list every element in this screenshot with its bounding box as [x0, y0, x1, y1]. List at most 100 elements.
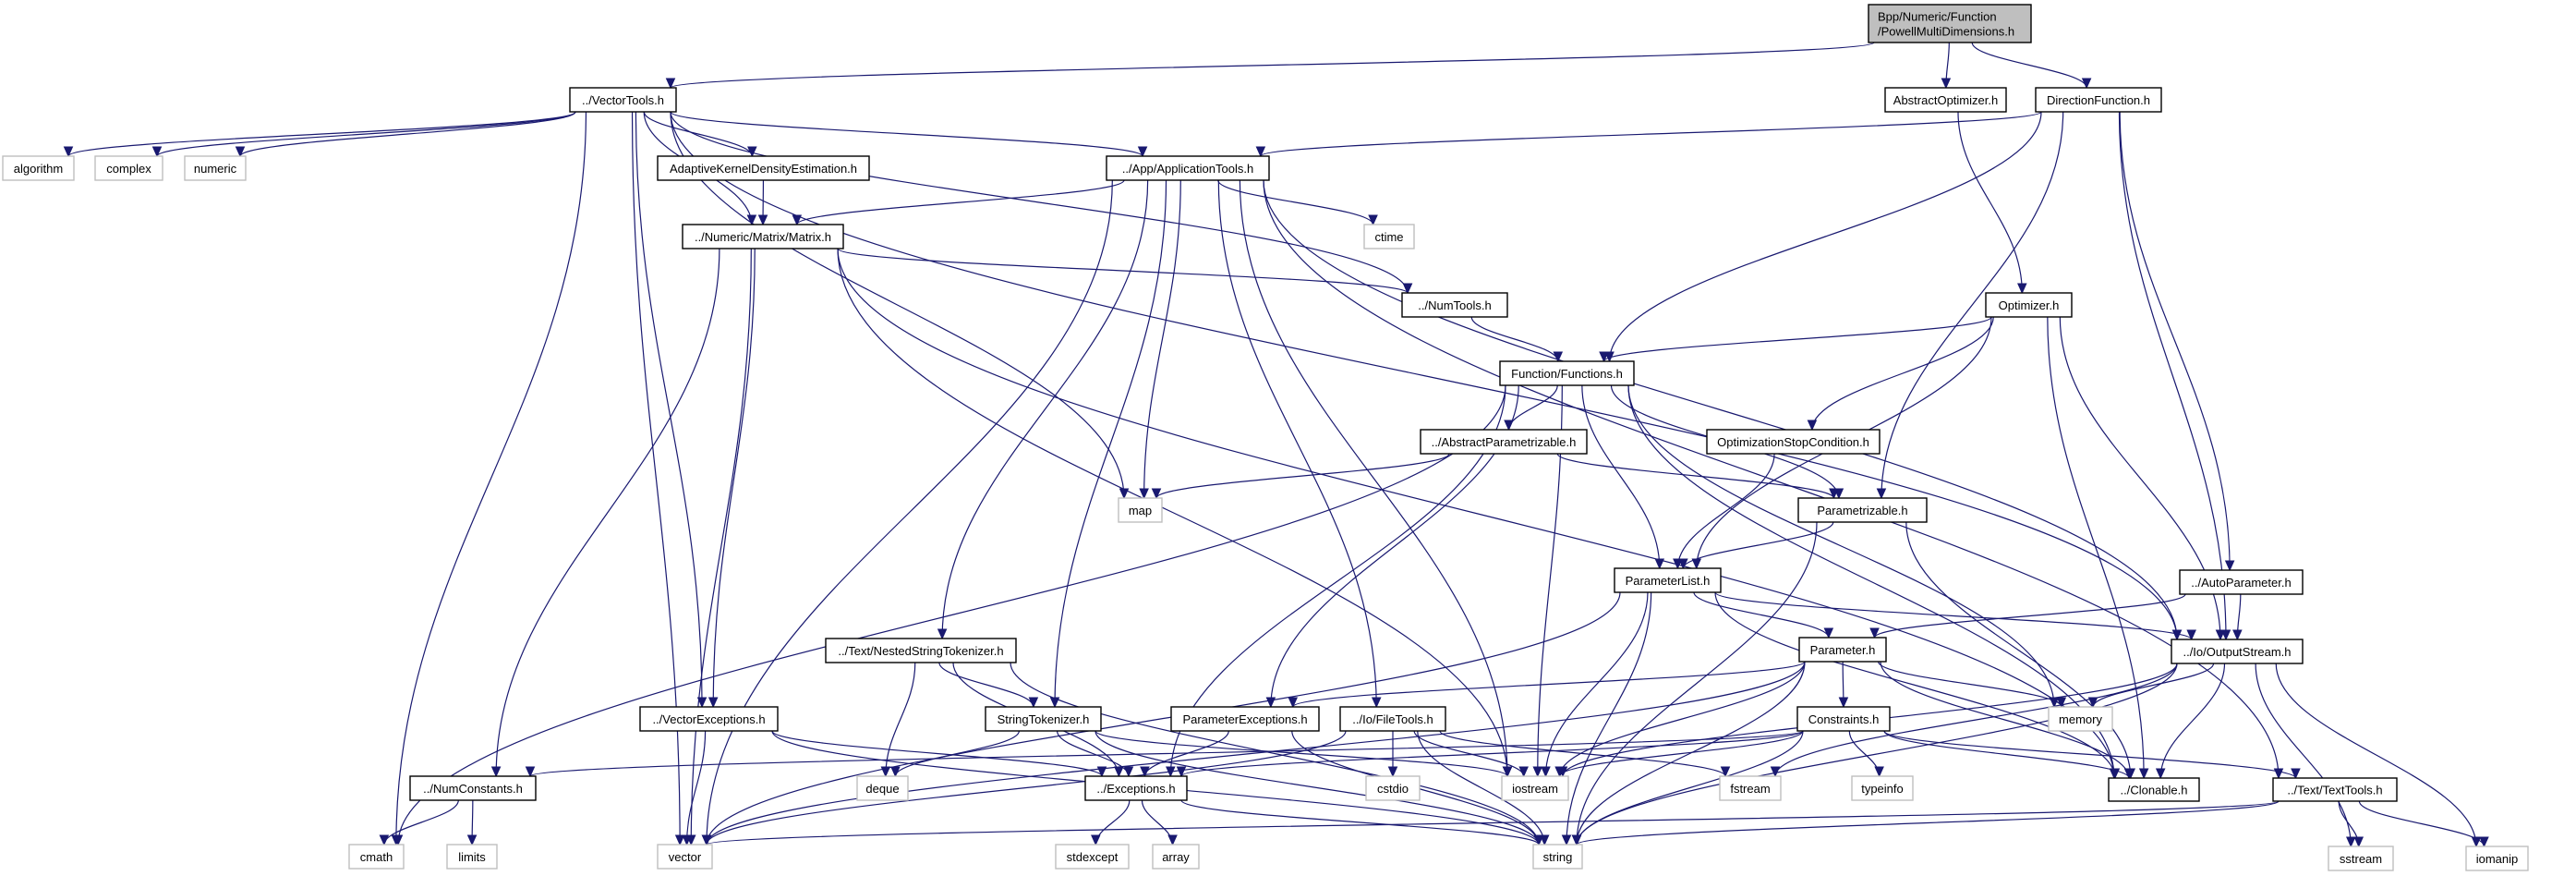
edge-line [635, 111, 703, 708]
node-label: ctime [1374, 230, 1403, 244]
node-root[interactable]: Bpp/Numeric/Function/PowellMultiDimensio… [1868, 4, 2032, 43]
node-num-tools[interactable]: ../NumTools.h [1401, 292, 1508, 318]
node-label: StringTokenizer.h [998, 712, 1090, 726]
edge-line [1292, 661, 1806, 708]
node-box [1339, 706, 1446, 732]
node-label: OptimizationStopCondition.h [1717, 435, 1869, 449]
arrowhead [1368, 214, 1378, 226]
node-file-tools[interactable]: ../Io/FileTools.h [1339, 706, 1446, 732]
arrowhead [1829, 488, 1839, 500]
node-optimizer[interactable]: Optimizer.h [1985, 292, 2073, 318]
edge-line [643, 111, 753, 157]
node-clonable[interactable]: ../Clonable.h [2108, 777, 2200, 802]
edge-line [1905, 521, 2132, 779]
node-parameter-list[interactable]: ParameterList.h [1614, 567, 1722, 593]
node-functions[interactable]: Function/Functions.h [1499, 360, 1635, 386]
node-box [856, 775, 909, 801]
node-label: ../Text/NestedStringTokenizer.h [838, 644, 1003, 658]
edge-vector-tools-to-complex [151, 111, 576, 158]
node-sstream: sstream [2328, 846, 2394, 871]
node-constraints[interactable]: Constraints.h [1796, 706, 1891, 732]
edge-line [1141, 799, 1174, 846]
node-box [1365, 775, 1421, 801]
edge-vector-tools-to-vector [631, 111, 685, 846]
node-parametrizable[interactable]: Parametrizable.h [1797, 497, 1928, 523]
edge-line [67, 111, 576, 157]
node-abstract-optimizer[interactable]: AbstractOptimizer.h [1884, 87, 2007, 113]
arrowhead [757, 214, 768, 226]
node-box [2171, 639, 2304, 664]
node-stdexcept: stdexcept [1055, 844, 1130, 870]
arrowhead [707, 697, 719, 709]
edge-line [1714, 591, 2116, 779]
edge-line [1774, 663, 2178, 777]
node-parameter[interactable]: Parameter.h [1798, 637, 1887, 663]
node-application-tools[interactable]: ../App/ApplicationTools.h [1106, 155, 1270, 181]
arrowhead [1091, 834, 1101, 846]
edge-optimizer-to-optimization-stop-condition [1807, 316, 1994, 432]
edge-optimization-stop-condition-to-parameter-list [1673, 453, 1775, 570]
node-vector-tools[interactable]: ../VectorTools.h [569, 87, 677, 113]
node-box [569, 87, 677, 113]
node-text-tools[interactable]: ../Text/TextTools.h [2272, 777, 2398, 802]
edge-functions-to-parameter-list [1581, 384, 1665, 570]
node-label: limits [458, 850, 486, 864]
edge-direction-function-to-auto-parameter [2119, 111, 2235, 572]
arrowhead [1654, 558, 1665, 570]
node-string-tokenizer[interactable]: StringTokenizer.h [985, 706, 1102, 732]
arrowhead [1140, 766, 1150, 778]
arrowhead [701, 834, 712, 846]
node-label: Optimizer.h [1999, 298, 2060, 312]
node-box [1532, 844, 1583, 870]
node-label: string [1543, 850, 1573, 864]
node-label: stdexcept [1067, 850, 1119, 864]
node-auto-parameter[interactable]: ../AutoParameter.h [2179, 569, 2304, 595]
node-matrix[interactable]: ../Numeric/Matrix/Matrix.h [682, 224, 844, 249]
arrowhead [1402, 283, 1413, 295]
edge-adaptive-kde-to-matrix [757, 179, 768, 226]
edge-line [397, 384, 1506, 846]
node-box [1719, 775, 1782, 801]
arrowhead [1139, 488, 1149, 500]
arrowhead [1096, 766, 1107, 778]
node-label: typeinfo [1861, 782, 1904, 796]
arrowhead [696, 697, 707, 709]
edge-auto-parameter-to-output-stream [2232, 593, 2243, 641]
arrowhead [2123, 768, 2135, 780]
edge-parameter-to-parameter-exceptions [1288, 661, 1806, 709]
node-box [1884, 87, 2007, 113]
edge-line [670, 111, 2178, 640]
node-direction-function[interactable]: DirectionFunction.h [2035, 87, 2162, 113]
node-box [1055, 844, 1130, 870]
node-adaptive-kde[interactable]: AdaptiveKernelDensityEstimation.h [657, 155, 870, 181]
edge-abstract-parametrizable-to-map [1151, 453, 1450, 500]
node-nested-string-tokenizer[interactable]: ../Text/NestedStringTokenizer.h [825, 638, 1017, 663]
node-optimization-stop-condition[interactable]: OptimizationStopCondition.h [1706, 429, 1881, 455]
node-num-constants[interactable]: ../NumConstants.h [409, 775, 537, 801]
edge-file-tools-to-cstdio [1387, 731, 1398, 778]
node-parameter-exceptions[interactable]: ParameterExceptions.h [1170, 706, 1320, 732]
arrowhead [1807, 420, 1818, 432]
arrowhead [2155, 768, 2166, 780]
edge-application-tools-to-nested-string-tokenizer [937, 179, 1149, 640]
node-output-stream[interactable]: ../Io/OutputStream.h [2171, 639, 2304, 664]
node-vector-exceptions[interactable]: ../VectorExceptions.h [639, 706, 779, 732]
edge-line [1439, 730, 1726, 777]
node-box [2328, 846, 2394, 871]
edge-line [1883, 730, 2130, 779]
edge-string-tokenizer-to-exceptions [1056, 730, 1134, 778]
edge-line [1873, 593, 2186, 639]
node-box [1797, 497, 1928, 523]
node-box [825, 638, 1017, 663]
node-label: ../VectorExceptions.h [652, 712, 765, 726]
arrowhead [2224, 560, 2235, 572]
node-exceptions[interactable]: ../Exceptions.h [1084, 775, 1188, 801]
node-label: ../AbstractParametrizable.h [1432, 435, 1577, 449]
edge-functions-to-cmath [393, 384, 1506, 846]
edge-constraints-to-typeinfo [1848, 730, 1884, 778]
node-box [409, 775, 537, 801]
node-abstract-parametrizable[interactable]: ../AbstractParametrizable.h [1420, 429, 1588, 455]
edge-matrix-to-vector-exceptions [707, 248, 756, 709]
node-complex: complex [94, 155, 163, 181]
node-label: ../Text/TextTools.h [2287, 784, 2382, 797]
